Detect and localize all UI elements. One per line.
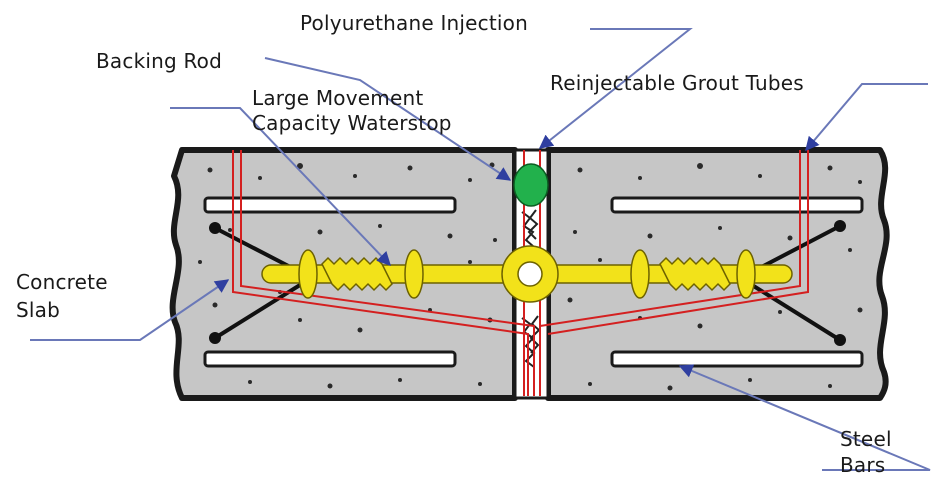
waterstop-center-bulb xyxy=(517,261,543,287)
backing-rod xyxy=(513,163,549,207)
label-backing-rod: Backing Rod xyxy=(96,49,222,73)
label-steel-line1: Steel xyxy=(840,427,892,451)
steel-bars xyxy=(203,196,864,368)
label-polyurethane-injection: Polyurethane Injection xyxy=(300,11,528,35)
label-concrete-line2: Slab xyxy=(16,298,61,322)
label-concrete-line1: Concrete xyxy=(16,270,108,294)
label-waterstop-line1: Large Movement xyxy=(252,86,424,110)
label-reinjectable-grout-tubes: Reinjectable Grout Tubes xyxy=(550,71,804,95)
label-waterstop-line2: Capacity Waterstop xyxy=(252,111,452,135)
leader-lines xyxy=(30,28,931,471)
label-steel-line2: Bars xyxy=(840,453,886,477)
concrete-aggregate xyxy=(198,162,863,391)
